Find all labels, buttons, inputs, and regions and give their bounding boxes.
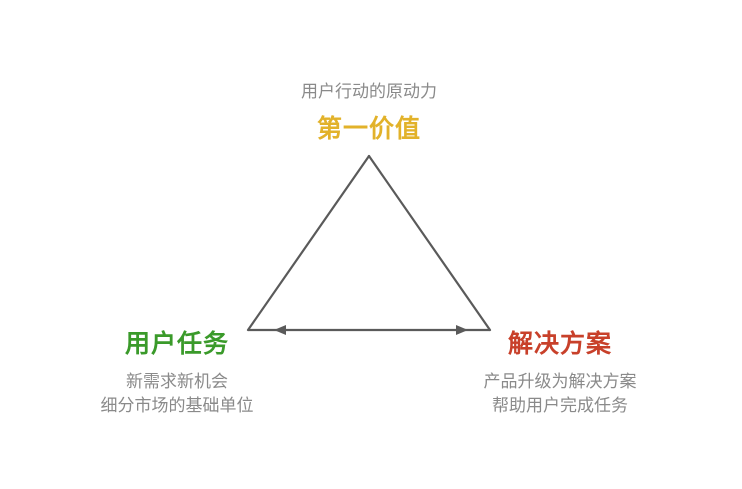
edge-top-to-left (246, 154, 371, 332)
left-node-description: 新需求新机会 细分市场的基础单位 (101, 370, 254, 418)
top-node-subtitle: 用户行动的原动力 (301, 82, 437, 102)
left-node-desc-line: 细分市场的基础单位 (100, 396, 254, 416)
left-node-title: 用户任务 (124, 329, 230, 358)
left-node-desc-line: 新需求新机会 (126, 372, 228, 392)
edge-top-to-right (367, 154, 492, 332)
right-node-description: 产品升级为解决方案 帮助用户完成任务 (484, 370, 637, 418)
top-node-title: 第一价值 (316, 114, 422, 143)
right-node-desc-line: 帮助用户完成任务 (492, 396, 628, 416)
right-node-title: 解决方案 (507, 329, 613, 358)
right-node-desc-line: 产品升级为解决方案 (483, 372, 637, 392)
